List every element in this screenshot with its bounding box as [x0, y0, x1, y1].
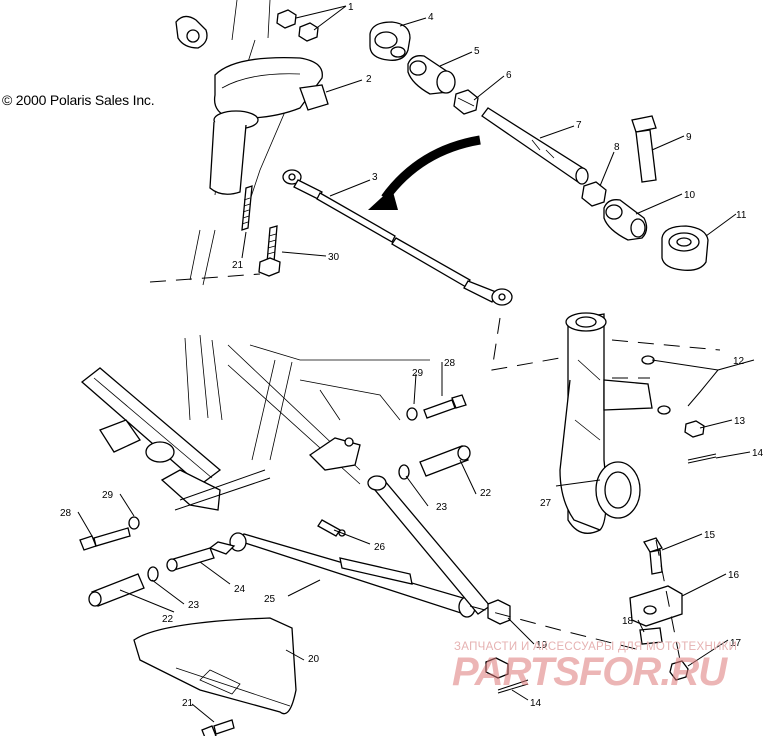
- bolt-9: [631, 115, 657, 183]
- grease-fitting-26: [317, 519, 346, 537]
- spacer-19: [485, 599, 511, 679]
- copyright-notice: © 2000 Polaris Sales Inc.: [2, 92, 155, 108]
- callout-14-lower: 14: [530, 698, 542, 709]
- callout-18: 18: [622, 616, 634, 627]
- callout-20: 20: [308, 654, 320, 665]
- callout-22-left: 22: [162, 614, 174, 625]
- bushing-11: [661, 225, 709, 271]
- spacer-5: [407, 55, 456, 95]
- bushing-22-lower: [88, 573, 145, 607]
- callout-21-upper: 21: [232, 260, 244, 271]
- callout-29-right: 29: [412, 368, 424, 379]
- callout-1: 1: [348, 2, 354, 13]
- washer-12-and-nut-13: [641, 355, 705, 438]
- callout-19: 19: [536, 640, 548, 651]
- watermark-caption: ЗАПЧАСТИ И АКСЕССУАРЫ ДЛЯ МОТОТЕХНИКИ: [454, 641, 738, 653]
- callout-13: 13: [734, 416, 746, 427]
- bolt-15: [643, 537, 663, 575]
- leader-lines: [77, 5, 755, 723]
- callout-14: 14: [752, 448, 764, 459]
- rod-end-10: [603, 199, 648, 241]
- callout-22-right: 22: [480, 488, 492, 499]
- direction-arrow: [368, 135, 481, 210]
- nut-1-pair: [276, 9, 319, 42]
- pivot-tube-24: [166, 547, 215, 572]
- callout-16: 16: [728, 570, 740, 581]
- callout-26: 26: [374, 542, 386, 553]
- watermark-brand: PARTSFOR.RU: [452, 650, 727, 694]
- a-arm-25: [208, 475, 491, 618]
- spindle-27: [559, 312, 653, 534]
- callout-11: 11: [736, 210, 747, 221]
- callout-25: 25: [264, 594, 276, 605]
- cotter-pin-14-upper: [687, 453, 717, 464]
- bolt-28-and-washer-29: [79, 394, 467, 551]
- callout-2: 2: [366, 74, 372, 85]
- callout-28-right: 28: [444, 358, 456, 369]
- callout-24: 24: [234, 584, 246, 595]
- callout-3: 3: [372, 172, 378, 183]
- callout-15: 15: [704, 530, 716, 541]
- callout-29-left: 29: [102, 490, 114, 501]
- callout-5: 5: [474, 46, 480, 57]
- bolt-21-upper: [241, 185, 253, 231]
- cotter-pin-14-lower: [497, 679, 529, 694]
- callout-27: 27: [540, 498, 552, 509]
- rod-end-bushing-4: [369, 21, 411, 61]
- tie-rod-3: [282, 169, 513, 306]
- screw-17: [669, 660, 689, 681]
- callout-17: 17: [730, 638, 742, 649]
- callout-30: 30: [328, 252, 340, 263]
- guide-lines: [149, 273, 721, 661]
- callout-23-left: 23: [188, 600, 200, 611]
- steering-post-assembly: [175, 0, 329, 286]
- bolt-30: [258, 225, 281, 277]
- callout-21-lower: 21: [182, 698, 194, 709]
- callout-28-left: 28: [60, 508, 72, 519]
- callout-12: 12: [733, 356, 745, 367]
- callout-23-right: 23: [436, 502, 448, 513]
- callout-numbers: 1 2 3 4 5 6 7 8 9 10 11 12 13 14 15 16 1…: [60, 2, 764, 709]
- bolt-21-lower: [201, 719, 235, 736]
- nut-8: [581, 181, 607, 207]
- skid-plate-20: [133, 617, 297, 715]
- callout-4: 4: [428, 12, 434, 23]
- callout-9: 9: [686, 132, 692, 143]
- washer-23: [147, 464, 410, 582]
- bracket-16: [629, 585, 683, 627]
- callout-10: 10: [684, 190, 696, 201]
- callout-6: 6: [506, 70, 512, 81]
- cap-18: [639, 627, 663, 645]
- nut-6: [453, 89, 479, 115]
- callout-7: 7: [576, 120, 582, 131]
- tube-7: [481, 107, 589, 185]
- callout-8: 8: [614, 142, 620, 153]
- frame: [80, 334, 430, 511]
- bushing-22-upper: [419, 445, 471, 477]
